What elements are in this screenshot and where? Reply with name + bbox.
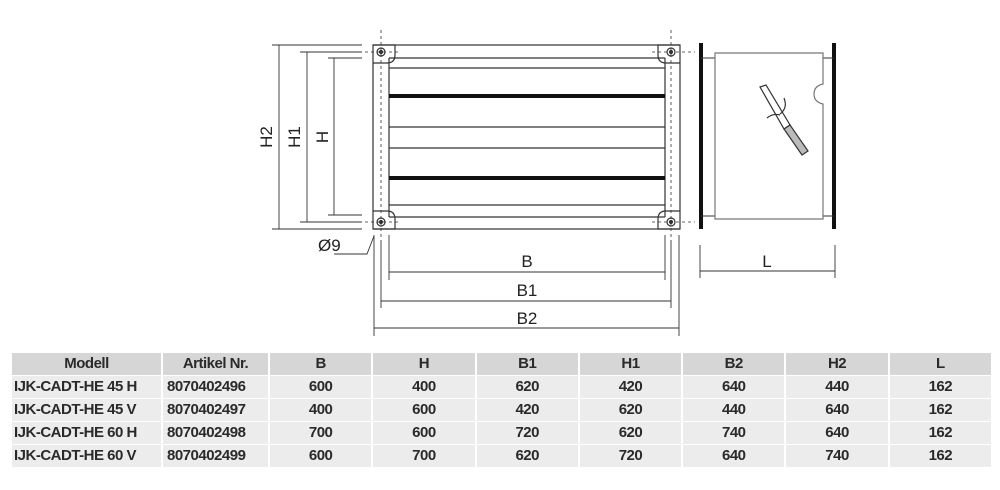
cell-b1: 620 — [476, 445, 578, 467]
damper-technical-drawing: H2 H1 H Ø9 B B1 B2 L — [257, 30, 836, 336]
cell-h: 600 — [373, 422, 475, 444]
dimension-label-b1: B1 — [517, 281, 538, 300]
cell-l: 162 — [889, 399, 991, 421]
cell-modell: IJK-CADT-HE 60 V — [12, 445, 161, 467]
cell-b2: 640 — [683, 445, 785, 467]
dimension-label-h2: H2 — [257, 126, 276, 148]
dimension-label-b: B — [521, 252, 532, 271]
cell-h2: 640 — [786, 399, 888, 421]
cell-h1: 620 — [579, 422, 682, 444]
column-header-modell: Modell — [12, 353, 161, 375]
cell-b: 600 — [270, 376, 372, 398]
cell-l: 162 — [889, 376, 991, 398]
column-header-h2: H2 — [786, 353, 888, 375]
dimension-label-h1: H1 — [285, 126, 304, 148]
column-header-h: H — [373, 353, 475, 375]
table-row: IJK-CADT-HE 60 V 8070402499 600 700 620 … — [12, 445, 991, 467]
cell-b: 600 — [270, 445, 372, 467]
cell-b: 700 — [270, 422, 372, 444]
table-row: IJK-CADT-HE 45 V 8070402497 400 600 420 … — [12, 399, 991, 421]
cell-modell: IJK-CADT-HE 45 V — [12, 399, 161, 421]
column-header-b1: B1 — [476, 353, 578, 375]
cell-b1: 420 — [476, 399, 578, 421]
cell-h: 700 — [373, 445, 475, 467]
cell-artikel-nr: 8070402498 — [163, 422, 268, 444]
cell-h1: 420 — [579, 376, 682, 398]
dimensions-table: Modell Artikel Nr. B H B1 H1 B2 H2 L IJK… — [10, 352, 993, 468]
cell-l: 162 — [889, 445, 991, 467]
cell-h2: 640 — [786, 422, 888, 444]
height-dimensions — [272, 44, 375, 255]
cell-modell: IJK-CADT-HE 45 H — [12, 376, 161, 398]
cell-artikel-nr: 8070402499 — [163, 445, 268, 467]
width-dimensions — [373, 235, 836, 336]
column-header-artikel-nr: Artikel Nr. — [163, 353, 268, 375]
cell-h: 600 — [373, 399, 475, 421]
cell-b: 400 — [270, 399, 372, 421]
cell-h1: 720 — [579, 445, 682, 467]
table-row: IJK-CADT-HE 45 H 8070402496 600 400 620 … — [12, 376, 991, 398]
hole-diameter-label: Ø9 — [318, 236, 341, 255]
cell-modell: IJK-CADT-HE 60 H — [12, 422, 161, 444]
dimension-label-h: H — [313, 131, 332, 143]
cell-b2: 640 — [683, 376, 785, 398]
actuator-handle-icon — [759, 84, 809, 156]
front-view — [365, 30, 695, 240]
cell-b2: 740 — [683, 422, 785, 444]
cell-b1: 620 — [476, 376, 578, 398]
cell-h2: 740 — [786, 445, 888, 467]
mounting-hole-icon — [376, 47, 676, 227]
dimension-label-l: L — [762, 252, 771, 271]
table-row: IJK-CADT-HE 60 H 8070402498 700 600 720 … — [12, 422, 991, 444]
dimension-label-b2: B2 — [517, 309, 538, 328]
cell-h: 400 — [373, 376, 475, 398]
side-view — [699, 43, 836, 229]
cell-b1: 720 — [476, 422, 578, 444]
cell-h2: 440 — [786, 376, 888, 398]
outer-frame — [372, 44, 681, 230]
column-header-l: L — [889, 353, 991, 375]
cell-l: 162 — [889, 422, 991, 444]
cell-b2: 440 — [683, 399, 785, 421]
column-header-b2: B2 — [683, 353, 785, 375]
cell-artikel-nr: 8070402496 — [163, 376, 268, 398]
column-header-h1: H1 — [579, 353, 682, 375]
cell-artikel-nr: 8070402497 — [163, 399, 268, 421]
table-header-row: Modell Artikel Nr. B H B1 H1 B2 H2 L — [12, 353, 991, 375]
column-header-b: B — [270, 353, 372, 375]
cell-h1: 620 — [579, 399, 682, 421]
